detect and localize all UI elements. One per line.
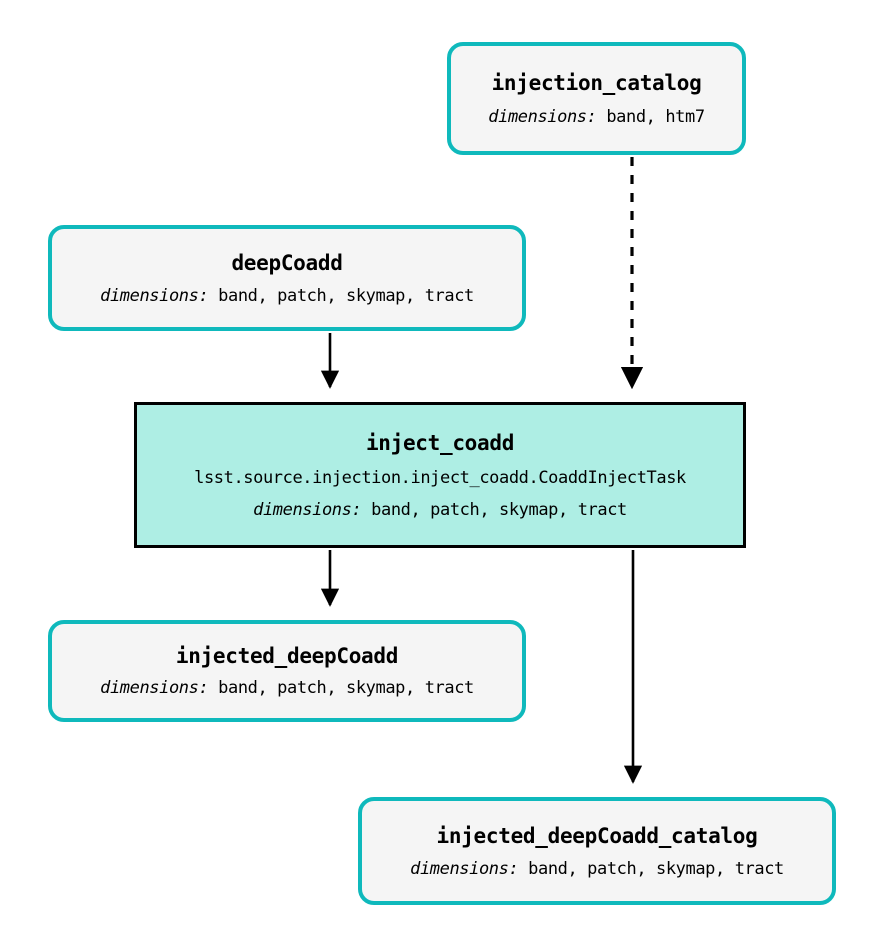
- dimensions-value: band, patch, skymap, tract: [218, 678, 474, 698]
- dimensions-label: dimensions:: [100, 285, 209, 306]
- dimensions-label: dimensions:: [488, 106, 597, 127]
- node-injected-deep-coadd-catalog[interactable]: injected_deepCoadd_catalog dimensions: b…: [358, 797, 836, 905]
- node-title: deepCoadd: [231, 250, 343, 275]
- node-title: injected_deepCoadd: [175, 644, 399, 668]
- node-inject-coadd[interactable]: inject_coadd lsst.source.injection.injec…: [134, 402, 746, 548]
- dimensions-label: dimensions:: [253, 499, 362, 520]
- node-dimensions: dimensions: band, patch, skymap, tract: [253, 500, 627, 520]
- dimensions-value: band, patch, skymap, tract: [371, 499, 627, 520]
- node-dimensions: dimensions: band, patch, skymap, tract: [100, 678, 474, 698]
- dimensions-value: band, patch, skymap, tract: [218, 285, 474, 306]
- node-deep-coadd[interactable]: deepCoadd dimensions: band, patch, skyma…: [48, 225, 526, 331]
- node-dimensions: dimensions: band, patch, skymap, tract: [410, 859, 784, 879]
- dimensions-label: dimensions:: [100, 678, 209, 698]
- node-injection-catalog[interactable]: injection_catalog dimensions: band, htm7: [447, 42, 746, 155]
- node-injected-deep-coadd[interactable]: injected_deepCoadd dimensions: band, pat…: [48, 620, 526, 722]
- node-class-path: lsst.source.injection.inject_coadd.Coadd…: [194, 467, 686, 488]
- node-dimensions: dimensions: band, htm7: [488, 106, 705, 127]
- node-title: injected_deepCoadd_catalog: [436, 823, 758, 848]
- dimensions-label: dimensions:: [410, 858, 519, 879]
- node-title: inject_coadd: [365, 430, 515, 455]
- dimensions-value: band, patch, skymap, tract: [528, 858, 784, 879]
- dimensions-value: band, htm7: [606, 106, 705, 127]
- node-title: injection_catalog: [491, 70, 702, 95]
- node-dimensions: dimensions: band, patch, skymap, tract: [100, 286, 474, 306]
